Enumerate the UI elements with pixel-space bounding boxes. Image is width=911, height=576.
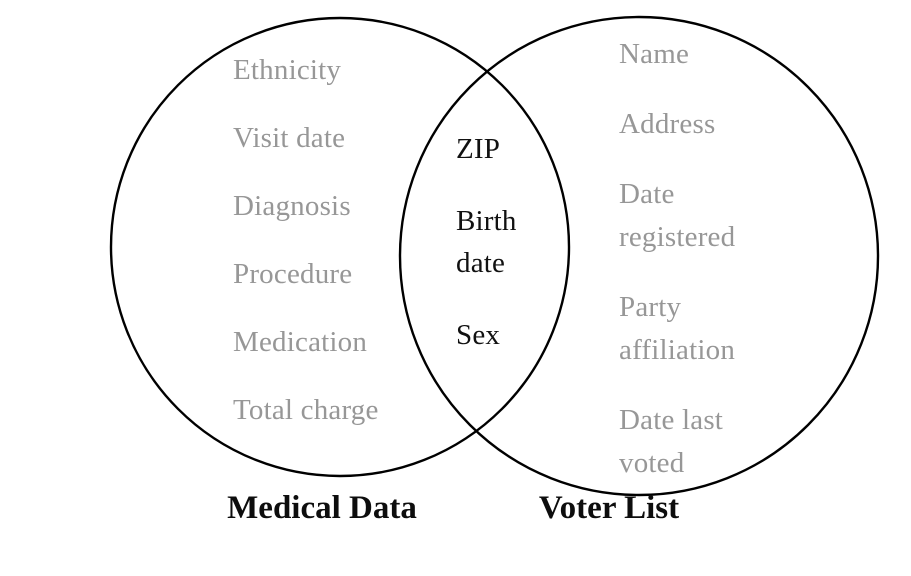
list-item-procedure: Procedure xyxy=(233,258,353,290)
list-item-zip: ZIP xyxy=(456,133,501,165)
list-item-ethnicity: Ethnicity xyxy=(233,54,342,86)
medical-data-circle xyxy=(109,16,571,478)
list-item-total-charge: Total charge xyxy=(233,394,379,426)
list-item-date-last-voted: Date last voted xyxy=(619,404,724,479)
medical-data-label: Medical Data xyxy=(227,490,417,526)
intersection-item-list: ZIP Birth date Sex xyxy=(456,128,568,356)
list-item-birth-date: Birth date xyxy=(456,205,517,279)
list-item-medication: Medication xyxy=(233,326,368,358)
list-item-sex: Sex xyxy=(456,319,501,351)
list-item-party-affiliation: Party affiliation xyxy=(619,291,736,366)
list-item-date-registered: Date registered xyxy=(619,178,736,253)
list-item-visit-date: Visit date xyxy=(233,122,346,154)
medical-data-item-list: Ethnicity Visit date Diagnosis Procedure… xyxy=(233,55,433,425)
voter-list-label: Voter List xyxy=(538,490,680,526)
voter-list-circle xyxy=(398,15,880,497)
list-item-address: Address xyxy=(619,108,716,140)
voter-list-item-list: Name Address Date registered Party affil… xyxy=(619,33,814,485)
list-item-name: Name xyxy=(619,38,690,70)
list-item-diagnosis: Diagnosis xyxy=(233,190,351,222)
